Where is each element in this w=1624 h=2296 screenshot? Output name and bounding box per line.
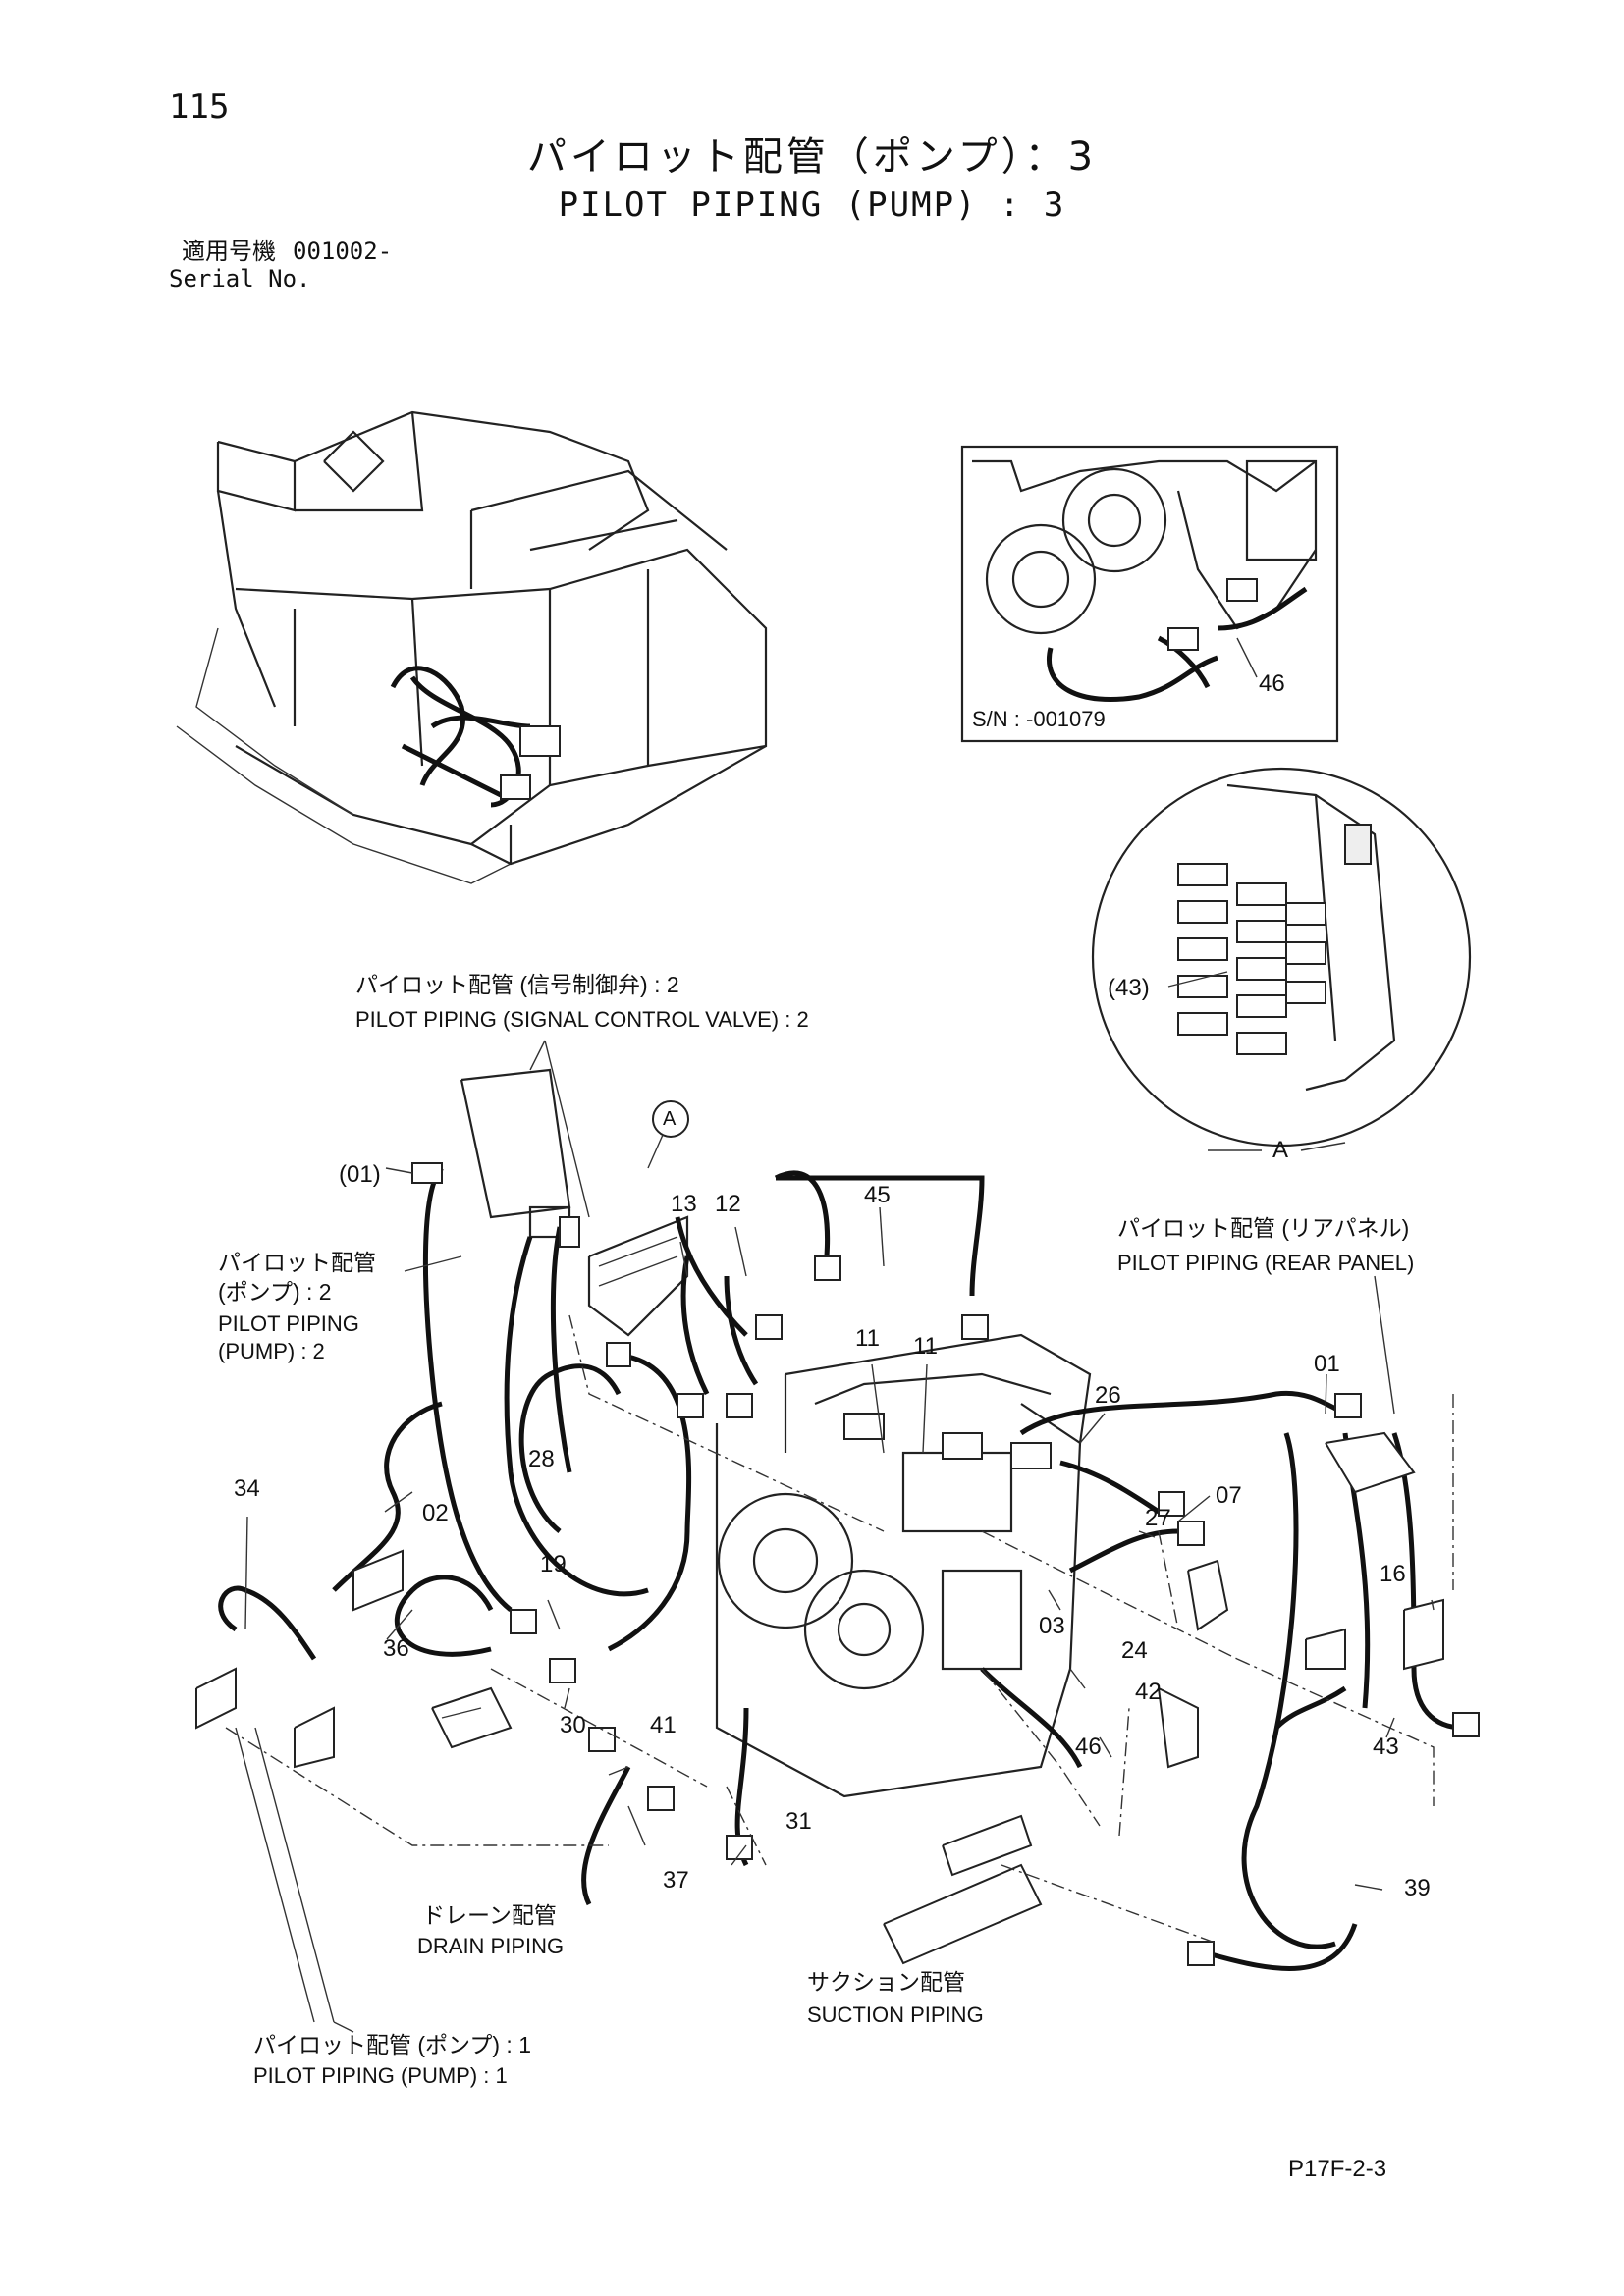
serial-value: 001002- xyxy=(293,238,393,265)
part-42: 42 xyxy=(1135,1679,1162,1705)
part-46: 46 xyxy=(1075,1734,1102,1760)
part-24: 24 xyxy=(1121,1637,1148,1664)
document-code: P17F-2-3 xyxy=(1288,2156,1387,2182)
part-36: 36 xyxy=(383,1635,409,1662)
inset-serial-detail xyxy=(960,445,1339,743)
detail-a-label: A xyxy=(1272,1137,1289,1163)
part-43: 43 xyxy=(1373,1734,1399,1760)
part-02: 02 xyxy=(422,1500,449,1526)
rear-panel-label-jp: パイロット配管 (リアパネル) xyxy=(1117,1215,1410,1241)
part-37: 37 xyxy=(663,1867,689,1894)
page-title-en: PILOT PIPING (PUMP) : 3 xyxy=(558,186,1066,225)
callout-a-letter: A xyxy=(663,1108,677,1130)
part-01: 01 xyxy=(1314,1351,1340,1377)
machine-overview xyxy=(176,410,768,884)
part-13: 13 xyxy=(671,1191,697,1217)
part-16: 16 xyxy=(1380,1561,1406,1587)
part-46-inset: 46 xyxy=(1259,670,1285,697)
part-28: 28 xyxy=(528,1446,555,1472)
pump2-label-jp-1: パイロット配管 xyxy=(218,1250,376,1275)
callout-a xyxy=(647,1100,689,1169)
rear-panel-label-en: PILOT PIPING (REAR PANEL) xyxy=(1117,1251,1415,1275)
part-45: 45 xyxy=(864,1182,891,1208)
detail-a-circle xyxy=(1091,767,1472,1151)
part-12: 12 xyxy=(715,1191,741,1217)
suction-label-jp: サクション配管 xyxy=(807,1969,965,1995)
part-01-bracket: (01) xyxy=(339,1161,381,1188)
part-07: 07 xyxy=(1216,1482,1242,1509)
part-30: 30 xyxy=(560,1712,586,1738)
part-03: 03 xyxy=(1039,1613,1065,1639)
page-title-jp: パイロット配管（ポンプ）：3 xyxy=(526,134,1098,180)
page-number: 115 xyxy=(169,87,230,127)
pump2-label-en-2: (PUMP) : 2 xyxy=(218,1339,325,1363)
serial-label-en: Serial No. xyxy=(169,265,311,293)
signal-valve-label-jp: パイロット配管 (信号制御弁) : 2 xyxy=(355,972,679,997)
part-41: 41 xyxy=(650,1712,677,1738)
part-34: 34 xyxy=(234,1475,260,1502)
part-39: 39 xyxy=(1404,1875,1431,1901)
detail-callout-43: (43) xyxy=(1108,975,1150,1001)
suction-label-en: SUCTION PIPING xyxy=(807,2002,984,2027)
pump2-label-jp-2: (ポンプ) : 2 xyxy=(218,1279,332,1305)
part-11-right: 11 xyxy=(913,1333,938,1360)
part-11-left: 11 xyxy=(855,1325,880,1352)
serial-label-jp: 適用号機 xyxy=(182,238,276,265)
pump1-label-en: PILOT PIPING (PUMP) : 1 xyxy=(253,2063,508,2088)
part-26: 26 xyxy=(1095,1382,1121,1409)
pump1-label-jp: パイロット配管 (ポンプ) : 1 xyxy=(253,2032,531,2057)
part-27: 27 xyxy=(1145,1505,1171,1531)
signal-valve-label-en: PILOT PIPING (SIGNAL CONTROL VALVE) : 2 xyxy=(355,1007,809,1032)
part-19: 19 xyxy=(540,1551,567,1577)
part-31: 31 xyxy=(785,1808,812,1835)
main-assembly xyxy=(195,1040,1480,2033)
inset-serial-note: S/N : -001079 xyxy=(972,707,1106,731)
drain-label-en: DRAIN PIPING xyxy=(417,1934,565,1958)
pump2-label-en-1: PILOT PIPING xyxy=(218,1311,359,1336)
drain-label-jp: ドレーン配管 xyxy=(422,1902,557,1928)
